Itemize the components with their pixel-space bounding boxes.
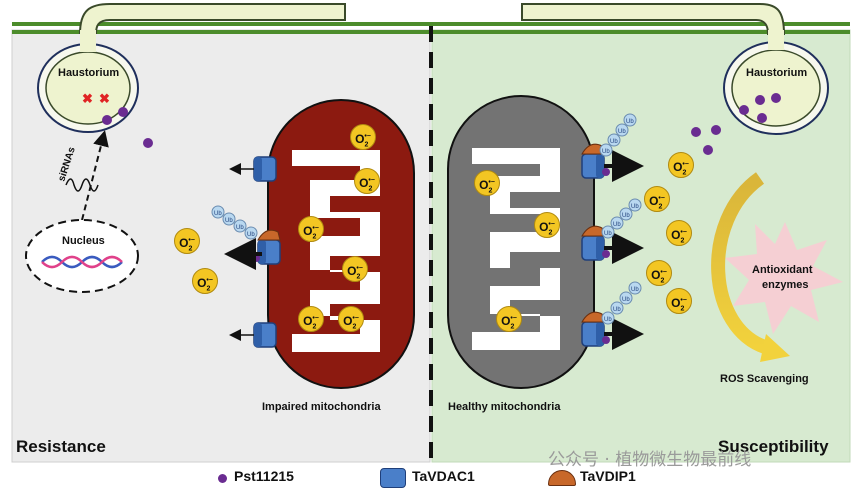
haustorium-right-label: Haustorium bbox=[746, 67, 807, 79]
pst-dot bbox=[755, 95, 765, 105]
svg-text:Ub: Ub bbox=[604, 231, 612, 237]
pst-dot bbox=[691, 127, 701, 137]
superoxide-badge: O2•− bbox=[474, 170, 500, 196]
superoxide-badge: O2•− bbox=[338, 306, 364, 332]
svg-text:Ub: Ub bbox=[610, 139, 618, 145]
susceptibility-label: Susceptibility bbox=[718, 437, 829, 456]
svg-text:Ub: Ub bbox=[622, 297, 630, 303]
hypha-left bbox=[79, 3, 346, 35]
antioxidant-star bbox=[725, 222, 843, 334]
svg-text:Ub: Ub bbox=[626, 119, 634, 125]
ub-chain-left: Ub Ub Ub Ub bbox=[211, 205, 258, 240]
pst-dot bbox=[118, 107, 128, 117]
resistance-label: Resistance bbox=[16, 437, 106, 456]
watermark: 公众号 · 植物微生物最前线 bbox=[548, 450, 751, 470]
svg-text:Ub: Ub bbox=[214, 211, 222, 217]
legend: Pst11215 TaVDAC1 TaVDIP1 bbox=[0, 464, 861, 491]
vdac-channel-right-bottom bbox=[581, 311, 610, 347]
haustorium-left bbox=[37, 30, 139, 133]
ros-arrow-head bbox=[760, 334, 790, 362]
superoxide-badge: O2•− bbox=[534, 212, 560, 238]
superoxide-badge: O2•− bbox=[668, 152, 694, 178]
antioxidant-label-1: Antioxidant bbox=[752, 264, 813, 276]
healthy-cristae bbox=[472, 148, 560, 350]
svg-text:Ub: Ub bbox=[613, 222, 621, 228]
nucleus bbox=[25, 219, 139, 293]
antioxidant-label-2: enzymes bbox=[762, 279, 808, 291]
superoxide-badge: O2•− bbox=[298, 306, 324, 332]
ub-chain-right-top: Ub Ub Ub Ub bbox=[599, 113, 637, 157]
ros-scavenging-arrow bbox=[711, 172, 771, 355]
legend-vdip-swatch bbox=[548, 470, 576, 486]
nucleus-label: Nucleus bbox=[62, 235, 105, 247]
pst-dot bbox=[143, 138, 153, 148]
superoxide-badge: O2•− bbox=[496, 306, 522, 332]
impaired-mito-label: Impaired mitochondria bbox=[262, 401, 381, 413]
svg-text:Ub: Ub bbox=[236, 225, 244, 231]
svg-text:Ub: Ub bbox=[631, 287, 639, 293]
superoxide-badge: O2•− bbox=[666, 288, 692, 314]
pst-dot bbox=[771, 93, 781, 103]
vdac-channel-left-bottom bbox=[253, 322, 277, 348]
svg-text:Ub: Ub bbox=[622, 213, 630, 219]
svg-text:Ub: Ub bbox=[618, 129, 626, 135]
ub-chain-right-bottom: Ub Ub Ub Ub bbox=[601, 281, 642, 325]
superoxide-badge: O2•− bbox=[342, 256, 368, 282]
haustorium-left-label: Haustorium bbox=[58, 67, 119, 79]
svg-text:Ub: Ub bbox=[613, 307, 621, 313]
superoxide-badge: O2•− bbox=[298, 216, 324, 242]
vdac-channel-right-mid bbox=[581, 225, 610, 261]
superoxide-badge: O2•− bbox=[646, 260, 672, 286]
pst-dot bbox=[102, 115, 112, 125]
superoxide-badge: O2•− bbox=[192, 268, 218, 294]
legend-vdac-swatch bbox=[380, 468, 406, 488]
svg-text:Ub: Ub bbox=[602, 149, 610, 155]
haustorium-right bbox=[723, 30, 829, 135]
dna-strand-2 bbox=[41, 255, 123, 269]
vdac-channel-left-top bbox=[253, 156, 277, 182]
legend-pst-swatch bbox=[218, 474, 227, 483]
svg-text:Ub: Ub bbox=[225, 218, 233, 224]
legend-vdac-label: TaVDAC1 bbox=[412, 468, 475, 484]
superoxide-badge: O2•− bbox=[174, 228, 200, 254]
legend-pst-label: Pst11215 bbox=[234, 468, 294, 484]
healthy-mito-label: Healthy mitochondria bbox=[448, 401, 561, 413]
pst-dot bbox=[711, 125, 721, 135]
ub-chain-right-mid: Ub Ub Ub Ub bbox=[601, 198, 642, 239]
svg-text:Ub: Ub bbox=[604, 317, 612, 323]
vdac-channel-left-mid bbox=[252, 229, 281, 265]
svg-text:Ub: Ub bbox=[247, 232, 255, 238]
superoxide-badge: O2•− bbox=[354, 168, 380, 194]
cross-mark-1: ✖ bbox=[82, 91, 93, 106]
cross-mark-2: ✖ bbox=[99, 91, 110, 106]
superoxide-badge: O2•− bbox=[666, 220, 692, 246]
pst-dot bbox=[703, 145, 713, 155]
impaired-cristae bbox=[292, 150, 380, 352]
superoxide-badge: O2•− bbox=[644, 186, 670, 212]
pst-dot bbox=[739, 105, 749, 115]
pst-dot bbox=[757, 113, 767, 123]
sirna-arrow bbox=[81, 130, 109, 221]
svg-text:Ub: Ub bbox=[631, 204, 639, 210]
superoxide-badge: O2•− bbox=[350, 124, 376, 150]
legend-vdip-label: TaVDIP1 bbox=[580, 468, 636, 484]
sirna-squiggle bbox=[65, 178, 99, 192]
ros-scavenging-label: ROS Scavenging bbox=[720, 373, 809, 385]
